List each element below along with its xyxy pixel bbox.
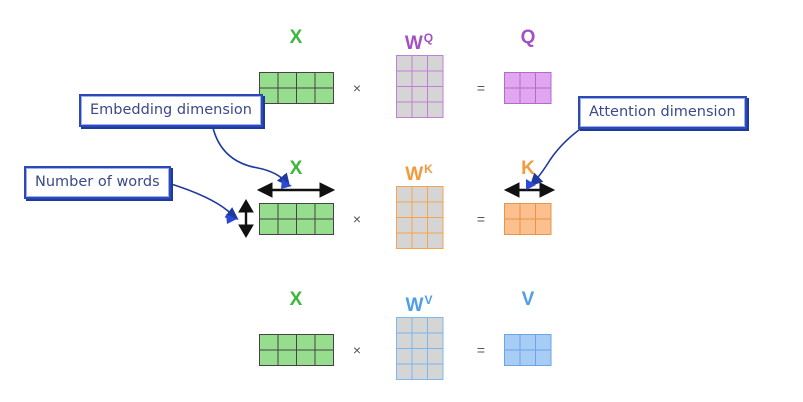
wq-label: WQ [404, 31, 434, 54]
embedding-dimension-callout: Embedding dimension [79, 94, 263, 127]
wq-matrix [396, 55, 444, 118]
matrix-cell [535, 349, 552, 366]
x-label-row2: X [289, 158, 303, 179]
q-output-matrix [504, 72, 552, 104]
x-matrix-row2 [259, 203, 334, 235]
x-label-row3: X [289, 289, 303, 310]
equals-sign-row1: = [476, 80, 486, 96]
matrix-cell [427, 363, 444, 380]
words-target-head [226, 214, 237, 224]
x-matrix-row1 [259, 72, 334, 104]
embedding-pointer-arrow [212, 127, 291, 187]
matrix-cell [314, 218, 334, 235]
embedding-dimension-arrow [256, 182, 336, 198]
matrix-cell [314, 349, 334, 366]
number-of-words-arrow [238, 199, 254, 238]
wv-label: WV [405, 293, 433, 316]
wk-matrix [396, 186, 444, 249]
attention-dimension-arrow [503, 182, 556, 198]
v-output-matrix [504, 334, 552, 366]
attention-dimension-callout: Attention dimension [578, 96, 747, 129]
embedding-target-head [281, 179, 292, 189]
k-output-matrix [504, 203, 552, 235]
attention-target-head [526, 179, 536, 190]
times-sign-row3: × [352, 342, 362, 358]
equals-sign-row2: = [476, 211, 486, 227]
equals-sign-row3: = [476, 342, 486, 358]
attention-pointer-arrow [529, 126, 584, 187]
number-of-words-callout: Number of words [24, 166, 171, 199]
times-sign-row1: × [352, 80, 362, 96]
matrix-cell [427, 101, 444, 118]
q-label: Q [520, 27, 536, 48]
times-sign-row2: × [352, 211, 362, 227]
x-matrix-row3 [259, 334, 334, 366]
matrix-cell [427, 232, 444, 249]
matrix-cell [535, 87, 552, 104]
wv-matrix [396, 317, 444, 380]
matrix-cell [535, 218, 552, 235]
x-label-row1: X [289, 27, 303, 48]
words-pointer-arrow [167, 182, 239, 220]
matrix-cell [314, 87, 334, 104]
wk-label: WK [405, 162, 433, 185]
v-label: V [521, 289, 535, 310]
